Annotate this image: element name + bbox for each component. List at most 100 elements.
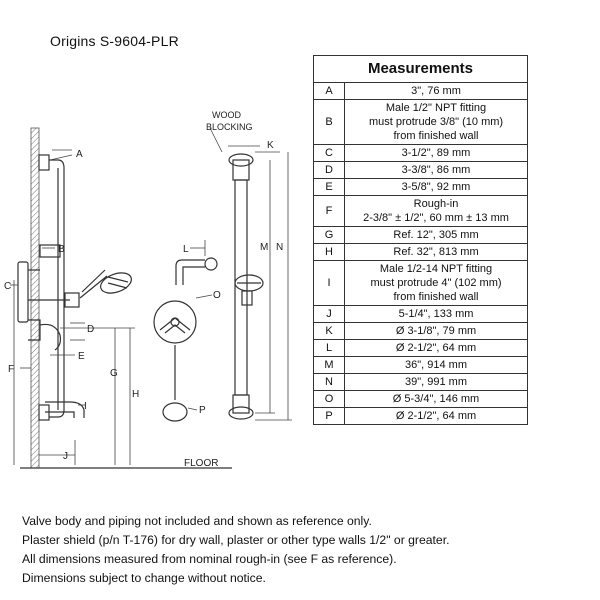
row-value: 36", 914 mm [344,356,528,374]
row-value-line: from finished wall [393,291,479,303]
table-row: A 3", 76 mm [313,82,528,100]
row-value-line: Ø 2-1/2", 64 mm [395,342,477,354]
row-key: D [313,161,345,179]
label-i: I [84,401,87,412]
dimension-lines-side [10,149,135,465]
row-value: Ø 3-1/8", 79 mm [344,322,528,340]
row-value: Ø 2-1/2", 64 mm [344,407,528,425]
row-value-line: 39", 991 mm [405,376,467,388]
row-value-line: 3-1/2", 89 mm [401,147,471,159]
wood-blocking-label-1: WOOD [212,110,241,120]
row-value: 39", 991 mm [344,373,528,391]
row-key: A [313,82,345,100]
label-k: K [267,140,274,151]
table-row: D 3-3/8", 86 mm [313,161,528,179]
row-key: L [313,339,345,357]
label-b: B [58,244,65,255]
row-value-line: 3", 76 mm [411,85,461,97]
wall-section [30,127,40,469]
page-title: Origins S-9604-PLR [50,33,179,49]
row-value-line: 2-3/8" ± 1/2", 60 mm ± 13 mm [363,212,509,224]
row-value-line: Ref. 12", 305 mm [393,229,479,241]
diverter [162,345,188,422]
table-row: H Ref. 32", 813 mm [313,243,528,261]
row-key: K [313,322,345,340]
row-value: 3-3/8", 86 mm [344,161,528,179]
row-value-line: must protrude 3/8" (10 mm) [368,116,504,128]
label-j: J [63,451,68,462]
row-value: 3", 76 mm [344,82,528,100]
row-value-line: 3-3/8", 86 mm [401,164,471,176]
table-row: M 36", 914 mm [313,356,528,374]
row-key: E [313,178,345,196]
notes: Valve body and piping not included and s… [22,512,449,588]
row-key: M [313,356,345,374]
label-o: O [213,290,221,301]
table-header: Measurements [313,55,528,83]
row-value-line: Ø 2-1/2", 64 mm [395,410,477,422]
row-key: N [313,373,345,391]
row-key: G [313,226,345,244]
label-p: P [199,405,206,416]
row-key: H [313,243,345,261]
row-value: 3-1/2", 89 mm [344,144,528,162]
label-e: E [78,351,85,362]
row-value-line: must protrude 4" (102 mm) [370,277,502,289]
wood-blocking-label-2: BLOCKING [206,122,253,132]
installation-drawing: FLOOR [4,110,292,469]
row-value: Ref. 32", 813 mm [344,243,528,261]
label-n: N [276,242,283,253]
table-row: P Ø 2-1/2", 64 mm [313,407,528,425]
note-2: Plaster shield (p/n T-176) for dry wall,… [22,533,450,547]
row-value: 3-5/8", 92 mm [344,178,528,196]
row-value-line: Ø 5-3/4", 146 mm [392,393,480,405]
table-row: O Ø 5-3/4", 146 mm [313,390,528,408]
row-key: P [313,407,345,425]
label-d: D [87,324,94,335]
row-value: Male 1/2" NPT fitting must protrude 3/8" … [344,99,528,145]
row-key: C [313,144,345,162]
note-3: All dimensions measured from nominal rou… [22,552,397,566]
table-row: K Ø 3-1/8", 79 mm [313,322,528,340]
row-value: 5-1/4", 133 mm [344,305,528,323]
wall-elbow [175,257,218,285]
table-row: G Ref. 12", 305 mm [313,226,528,244]
row-value-line: 5-1/4", 133 mm [398,308,474,320]
label-a: A [76,149,83,160]
row-value: Ø 5-3/4", 146 mm [344,390,528,408]
dimension-lines-front [187,127,292,421]
slide-bar-front-view [228,153,264,420]
floor-label: FLOOR [184,458,218,469]
table-row: J 5-1/4", 133 mm [313,305,528,323]
row-value: Ø 2-1/2", 64 mm [344,339,528,357]
label-m: M [260,242,268,253]
row-value-line: Ref. 32", 813 mm [393,246,479,258]
valve-trim [153,300,197,344]
row-value-line: Ø 3-1/8", 79 mm [395,325,477,337]
label-l: L [183,244,189,255]
row-value: Ref. 12", 305 mm [344,226,528,244]
label-g: G [110,368,118,379]
row-value-line: 36", 914 mm [405,359,467,371]
row-key: O [313,390,345,408]
slide-bar-side-view [17,154,132,421]
note-4: Dimensions subject to change without not… [22,571,266,585]
table-row: C 3-1/2", 89 mm [313,144,528,162]
table-row: L Ø 2-1/2", 64 mm [313,339,528,357]
row-key: J [313,305,345,323]
row-key: F [313,195,345,227]
label-f: F [8,364,14,375]
label-c: C [4,281,11,292]
table-row: N 39", 991 mm [313,373,528,391]
row-key: I [313,260,345,306]
row-value-line: from finished wall [393,130,479,142]
row-value-line: Male 1/2" NPT fitting [385,102,487,114]
